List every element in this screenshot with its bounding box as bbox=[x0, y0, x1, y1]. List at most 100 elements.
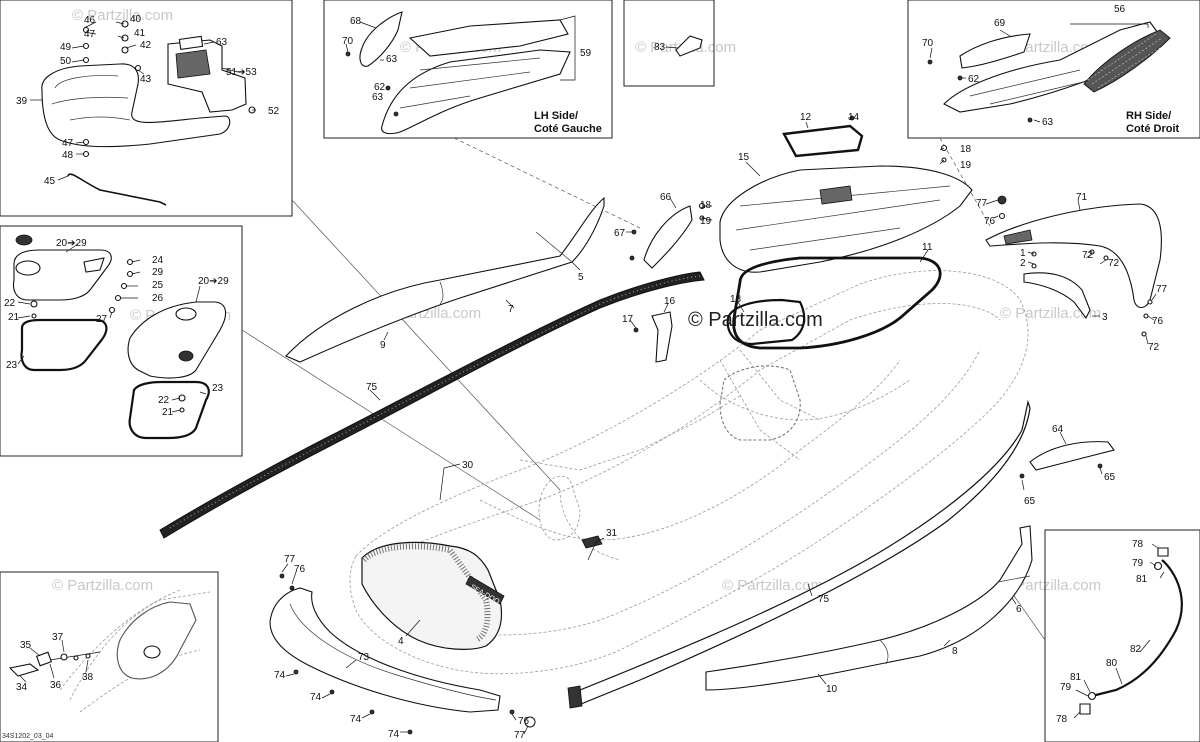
watermark-7: © Partzilla.com bbox=[52, 577, 153, 594]
callout-51-53: 51➔53 bbox=[226, 67, 257, 78]
hull-assembly: SEA-DOO bbox=[349, 270, 1029, 675]
callout-12: 12 bbox=[800, 112, 812, 123]
watermarks: © Partzilla.com © Partzilla.com © Partzi… bbox=[52, 7, 1101, 594]
watermark-1: © Partzilla.com bbox=[72, 7, 173, 24]
lh-side-panel bbox=[381, 49, 571, 135]
callout-82: 82 bbox=[1130, 644, 1142, 655]
callout-81a: 81 bbox=[1136, 574, 1148, 585]
callout-47b: 47 bbox=[62, 138, 74, 149]
callout-34: 34 bbox=[16, 682, 28, 693]
callout-70a: 70 bbox=[342, 36, 354, 47]
callout-76b: 76 bbox=[1152, 316, 1164, 327]
latch-lever bbox=[8, 663, 40, 677]
callout-65a: 65 bbox=[1024, 496, 1036, 507]
inset-lh-side: 68 70 63 59 62 63 LH Side/ Coté Gauche bbox=[342, 11, 602, 135]
callout-63b: 63 bbox=[386, 54, 398, 65]
callout-63a: 63 bbox=[216, 37, 228, 48]
side-panel-66 bbox=[643, 205, 693, 269]
rub-rail-75-right bbox=[569, 399, 1031, 707]
callout-2: 2 bbox=[1020, 258, 1026, 269]
callout-10: 10 bbox=[826, 684, 838, 695]
callout-71: 71 bbox=[1076, 192, 1088, 203]
seal-11 bbox=[732, 256, 942, 350]
callout-79b: 79 bbox=[1060, 682, 1072, 693]
callout-63c: 63 bbox=[372, 92, 384, 103]
callout-29: 29 bbox=[152, 267, 164, 278]
callout-26: 26 bbox=[152, 293, 164, 304]
callout-72b: 72 bbox=[1108, 258, 1120, 269]
callout-18a: 18 bbox=[960, 144, 972, 155]
callout-65b: 65 bbox=[1104, 472, 1116, 483]
callout-62a: 62 bbox=[374, 82, 386, 93]
callout-19a: 19 bbox=[960, 160, 972, 171]
callout-22a: 22 bbox=[4, 298, 16, 309]
inset-part-83-frame bbox=[623, 0, 715, 87]
watermark-9: © Partzilla.com bbox=[1000, 577, 1101, 594]
storage-tray: 12 14 15 18 19 18 19 11 13 bbox=[698, 112, 973, 350]
callout-73: 73 bbox=[358, 652, 370, 663]
inset-lh-side-frame bbox=[323, 0, 613, 139]
vent-hose bbox=[1091, 559, 1183, 698]
callout-11: 11 bbox=[922, 242, 933, 253]
callout-20-29a: 20➔29 bbox=[56, 238, 87, 249]
callout-74d: 74 bbox=[388, 729, 400, 740]
callout-83: 83 bbox=[654, 42, 666, 53]
callout-23b: 23 bbox=[212, 383, 224, 394]
watermark-6: © Partzilla.com bbox=[1000, 305, 1101, 322]
callout-46: 46 bbox=[84, 15, 96, 26]
seal-13 bbox=[726, 298, 806, 346]
callout-76d: 76 bbox=[518, 716, 530, 727]
rear-bumper-3 bbox=[1023, 272, 1091, 320]
callout-24: 24 bbox=[152, 255, 164, 266]
callout-75a: 75 bbox=[366, 382, 378, 393]
storage-seal-lower bbox=[128, 380, 210, 440]
callout-79a: 79 bbox=[1132, 558, 1144, 569]
callout-81b: 81 bbox=[1070, 672, 1082, 683]
callout-80: 80 bbox=[1106, 658, 1118, 669]
label-plate bbox=[178, 35, 204, 50]
lh-side-label-line1: LH Side/ bbox=[534, 110, 578, 122]
callout-1: 1 bbox=[1020, 248, 1026, 259]
inset-leaders bbox=[241, 137, 1046, 641]
callout-49: 49 bbox=[60, 42, 72, 53]
callout-77b: 77 bbox=[1156, 284, 1168, 295]
callout-62b: 62 bbox=[968, 74, 980, 85]
callout-63d: 63 bbox=[1042, 117, 1054, 128]
callout-9: 9 bbox=[380, 340, 386, 351]
logo-plate bbox=[581, 535, 603, 549]
lh-side-label-line2: Coté Gauche bbox=[534, 123, 602, 135]
callout-37: 37 bbox=[52, 632, 64, 643]
callout-13: 13 bbox=[730, 294, 742, 305]
callout-20-29b: 20➔29 bbox=[198, 276, 229, 287]
reference-code: 34S1202_03_04 bbox=[2, 733, 53, 740]
callout-5: 5 bbox=[578, 272, 584, 283]
callout-72c: 72 bbox=[1148, 342, 1160, 353]
front-bumper-73 bbox=[269, 587, 501, 713]
footwell bbox=[719, 365, 801, 441]
callout-69: 69 bbox=[994, 18, 1006, 29]
inset-rh-side-frame bbox=[907, 0, 1200, 139]
callout-77a: 77 bbox=[976, 198, 988, 209]
callout-41: 41 bbox=[134, 28, 146, 39]
callout-17: 17 bbox=[622, 314, 634, 325]
handlebar-cover bbox=[41, 63, 231, 148]
callout-74a: 74 bbox=[274, 670, 286, 681]
callout-47a: 47 bbox=[84, 29, 96, 40]
callout-25: 25 bbox=[152, 280, 164, 291]
center-watermark: © Partzilla.com bbox=[688, 309, 823, 331]
callout-45: 45 bbox=[44, 176, 56, 187]
callout-30: 30 bbox=[462, 460, 474, 471]
callout-22b: 22 bbox=[158, 395, 170, 406]
rh-side-cap bbox=[959, 33, 1031, 69]
inset-glovebox-frame bbox=[0, 0, 293, 217]
left-side-parts: 5 7 9 75 bbox=[159, 196, 705, 539]
callout-3: 3 bbox=[1102, 312, 1108, 323]
callout-7: 7 bbox=[508, 304, 514, 315]
callout-67: 67 bbox=[614, 228, 626, 239]
callout-75b: 75 bbox=[818, 594, 830, 605]
inset-hose-frame bbox=[1044, 529, 1200, 742]
callout-8: 8 bbox=[952, 646, 958, 657]
callout-19b: 19 bbox=[700, 216, 712, 227]
inset-latch-frame bbox=[0, 571, 219, 742]
